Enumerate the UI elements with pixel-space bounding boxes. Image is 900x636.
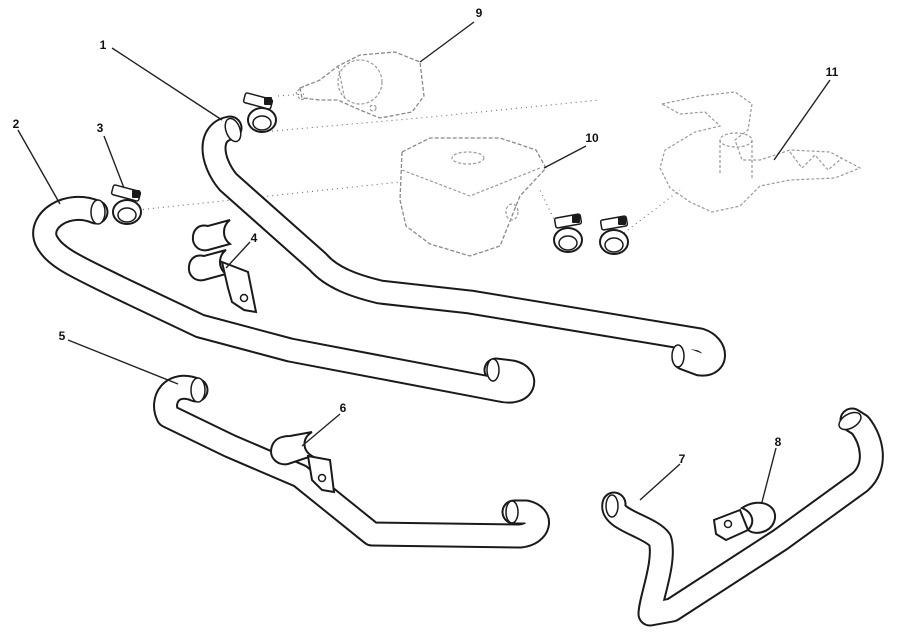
callout-7: 7 [679,452,686,466]
ghost-cooler-block [399,137,547,257]
hose-clamp-part-3 [110,184,142,225]
callout-2: 2 [13,117,20,131]
callout-6: 6 [340,401,347,415]
bracket-part-8 [712,501,777,542]
callout-3: 3 [97,121,104,135]
callout-10: 10 [585,131,599,145]
leader-10 [543,145,587,169]
callout-labels: 1 2 3 4 5 6 7 8 9 10 11 [13,6,839,466]
callout-8: 8 [775,435,782,449]
hose-part-1 [201,115,726,377]
callout-11: 11 [826,65,839,79]
leader-lines [17,21,831,503]
hose-part-2 [32,195,536,404]
hose-clamp-lower-left [553,213,583,253]
callout-4: 4 [251,231,258,245]
leader-1 [111,47,223,121]
callout-1: 1 [100,38,107,52]
ghost-engine-assembly [659,91,862,213]
hose-clamp-lower-right [599,215,629,255]
leader-9 [419,21,475,63]
hose-clamp-upper [242,92,277,133]
leader-6 [301,413,341,447]
hose-part-7 [601,407,884,627]
callout-9: 9 [476,6,483,20]
leader-5 [67,339,179,385]
leader-2 [17,129,61,205]
leader-4 [225,241,251,269]
leader-7 [639,463,681,501]
bracket-part-6 [270,431,336,494]
ghost-valve-housing [295,51,425,119]
bracket-part-4 [188,219,258,314]
leader-8 [761,447,777,503]
leader-3 [103,135,125,189]
hose-part-5 [153,374,550,549]
leader-11 [773,79,831,161]
callout-5: 5 [59,329,66,343]
